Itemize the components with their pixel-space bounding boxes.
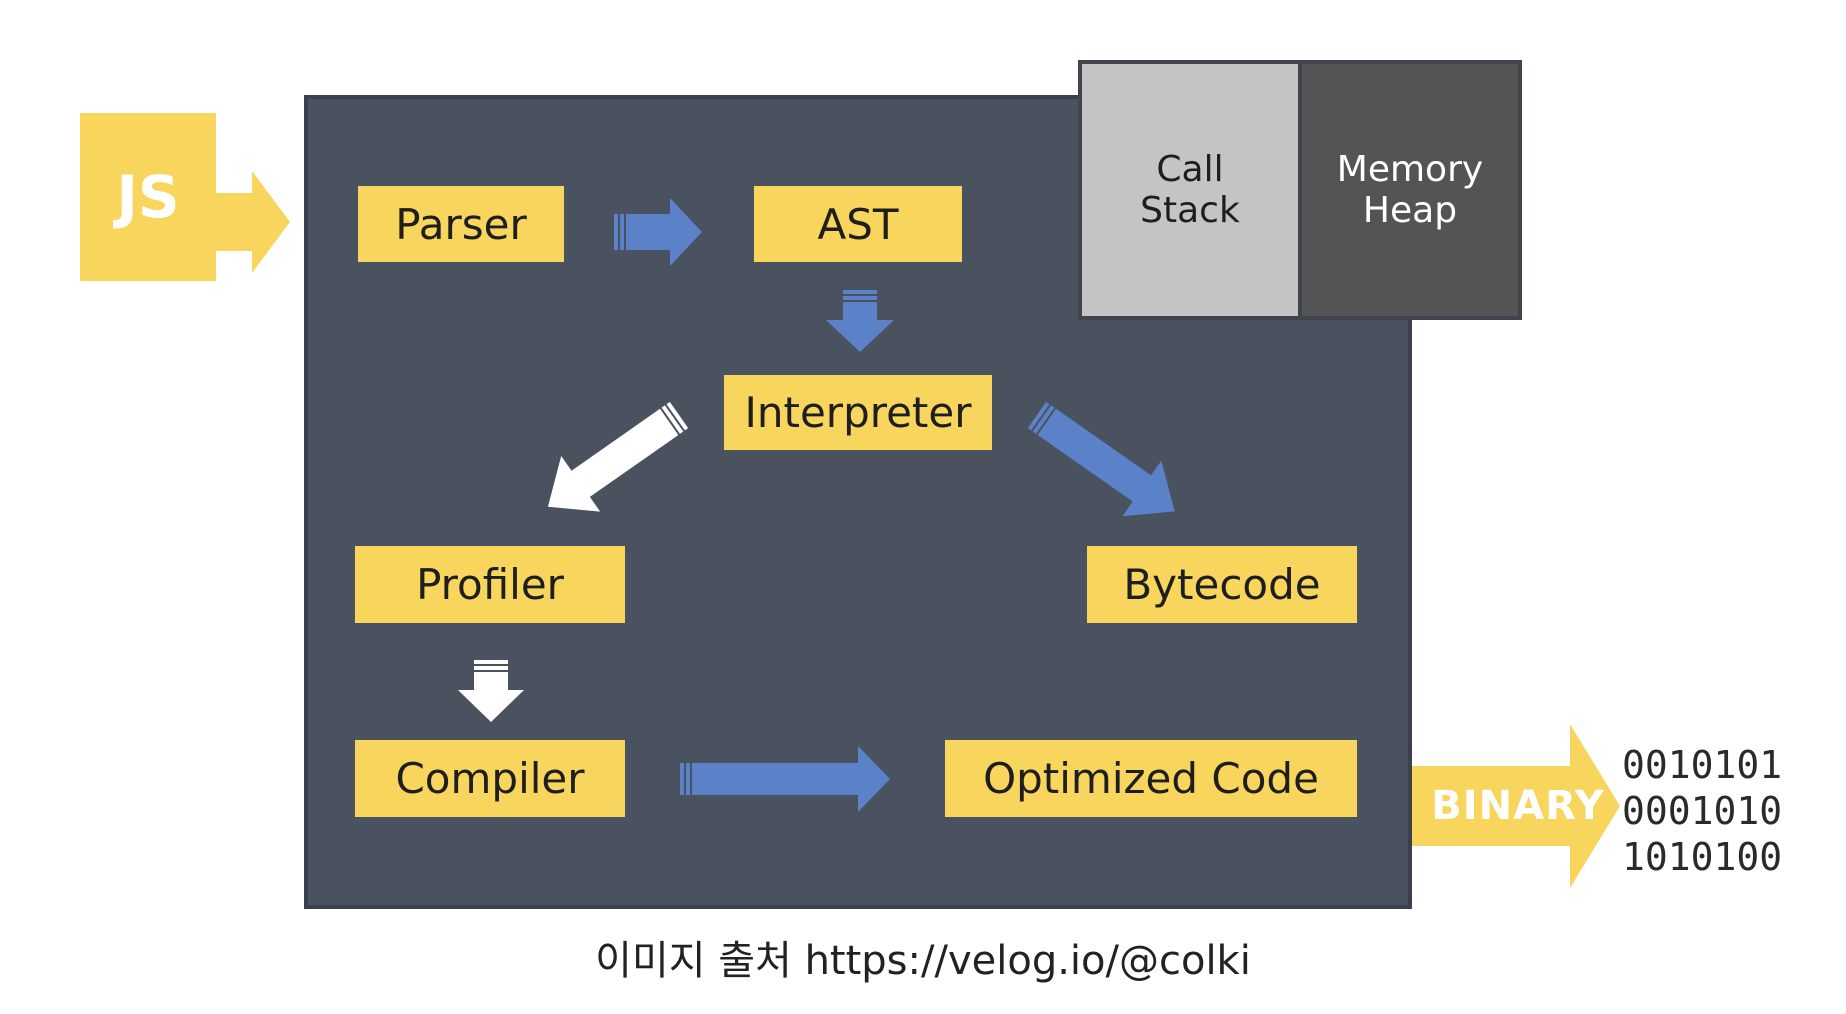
image-credit-caption: 이미지 출처 https://velog.io/@colki xyxy=(595,938,1251,984)
parser-box: Parser xyxy=(358,186,564,262)
compiler-box: Compiler xyxy=(355,740,625,817)
call-stack: Call Stack xyxy=(1082,64,1298,316)
interpreter-box: Interpreter xyxy=(724,375,992,450)
binary-label: BINARY xyxy=(1431,783,1605,829)
binary-bits: 0010101 0001010 1010100 xyxy=(1622,742,1783,880)
bytecode-box: Bytecode xyxy=(1087,546,1357,623)
binary-bits-line: 0010101 xyxy=(1622,743,1783,787)
memory-panel: Call Stack Memory Heap xyxy=(1078,60,1522,320)
profiler-box: Profiler xyxy=(355,546,625,623)
binary-bits-line: 1010100 xyxy=(1622,835,1783,879)
ast-box: AST xyxy=(754,186,962,262)
binary-bits-line: 0001010 xyxy=(1622,789,1783,833)
js-input-box: JS xyxy=(80,113,216,281)
js-label: JS xyxy=(116,163,180,231)
memory-heap: Memory Heap xyxy=(1302,64,1518,316)
js-input-arrow xyxy=(216,171,290,273)
optimized-code-box: Optimized Code xyxy=(945,740,1357,817)
